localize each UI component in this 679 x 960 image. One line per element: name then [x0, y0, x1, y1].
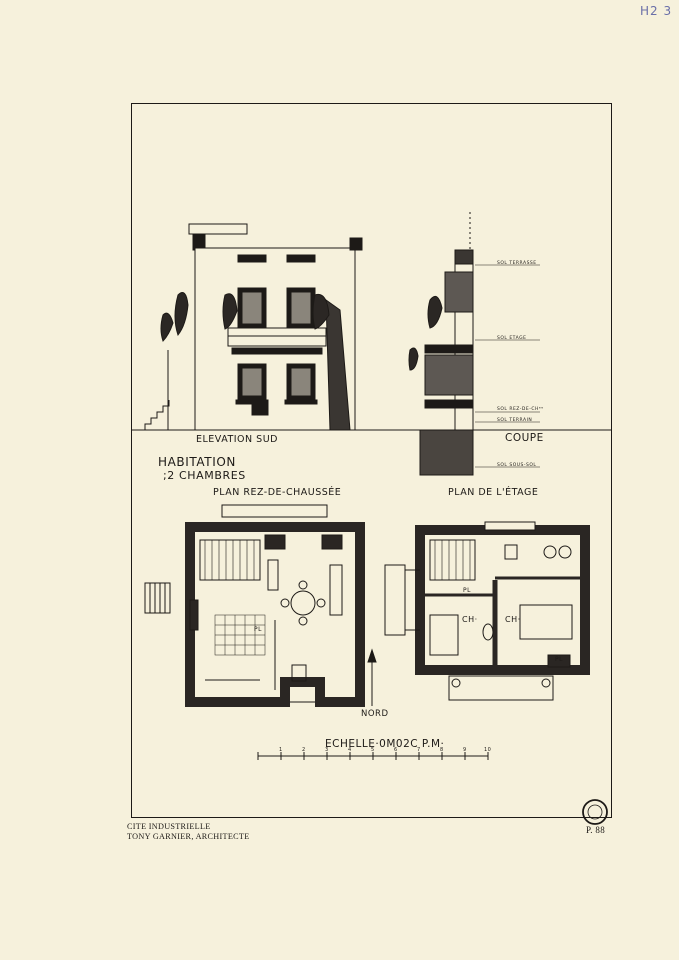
plan-ground-floor — [144, 504, 365, 707]
section-coupe — [408, 212, 540, 476]
room-label-closet: PL — [463, 587, 471, 594]
elevation-sud — [144, 223, 363, 431]
scale-tick: 8 — [440, 747, 444, 753]
room-label-bedroom: CH· — [462, 615, 478, 624]
archive-reference: H2 3 — [640, 4, 673, 18]
scale-tick: 1 — [279, 747, 283, 753]
drawing-frame — [131, 103, 612, 818]
plan-upper-floor — [384, 521, 590, 701]
plate-number: P. 88 — [586, 825, 606, 835]
level-label: SOL ETAGE — [497, 336, 527, 341]
footer-architect: TONY GARNIER, ARCHITECTE — [127, 832, 250, 841]
scale-tick: 9 — [463, 747, 467, 753]
level-label: SOL REZ-DE-CHᵉᵉ — [497, 407, 544, 412]
room-label-closet: PL — [254, 626, 262, 633]
elevation-label: ELEVATION SUD — [196, 434, 278, 445]
section-label: COUPE — [505, 432, 544, 444]
library-stamp — [582, 799, 608, 825]
scale-tick: 6 — [394, 747, 398, 753]
scale-tick: 7 — [417, 747, 421, 753]
level-label: SOL TERRAIN — [497, 418, 533, 423]
scale-tick: 2 — [302, 747, 306, 753]
north-label: NORD — [361, 709, 389, 719]
north-arrow — [367, 648, 377, 706]
room-label-bedroom: CH· — [505, 615, 521, 624]
scale-tick: 5 — [371, 747, 375, 753]
scale-bar — [257, 752, 489, 760]
plan-ground-label: PLAN REZ-DE-CHAUSSÉE — [213, 487, 342, 498]
title-line-2: ;2 CHAMBRES — [163, 469, 246, 482]
scale-tick: 4 — [348, 747, 352, 753]
room-label-closet: PL — [555, 656, 563, 663]
scale-tick: 3 — [325, 747, 329, 753]
scale-tick: 10 — [484, 747, 492, 753]
level-label: SOL SOUS-SOL — [497, 463, 537, 468]
scale-label: ECHELLE·0M02C P.M· — [325, 738, 445, 750]
level-label: SOL TERRASSE — [497, 261, 537, 266]
plan-upper-label: PLAN DE L'ÉTAGE — [448, 487, 539, 498]
footer-series: CITE INDUSTRIELLE — [127, 822, 211, 831]
title-line-1: HABITATION — [158, 455, 236, 469]
